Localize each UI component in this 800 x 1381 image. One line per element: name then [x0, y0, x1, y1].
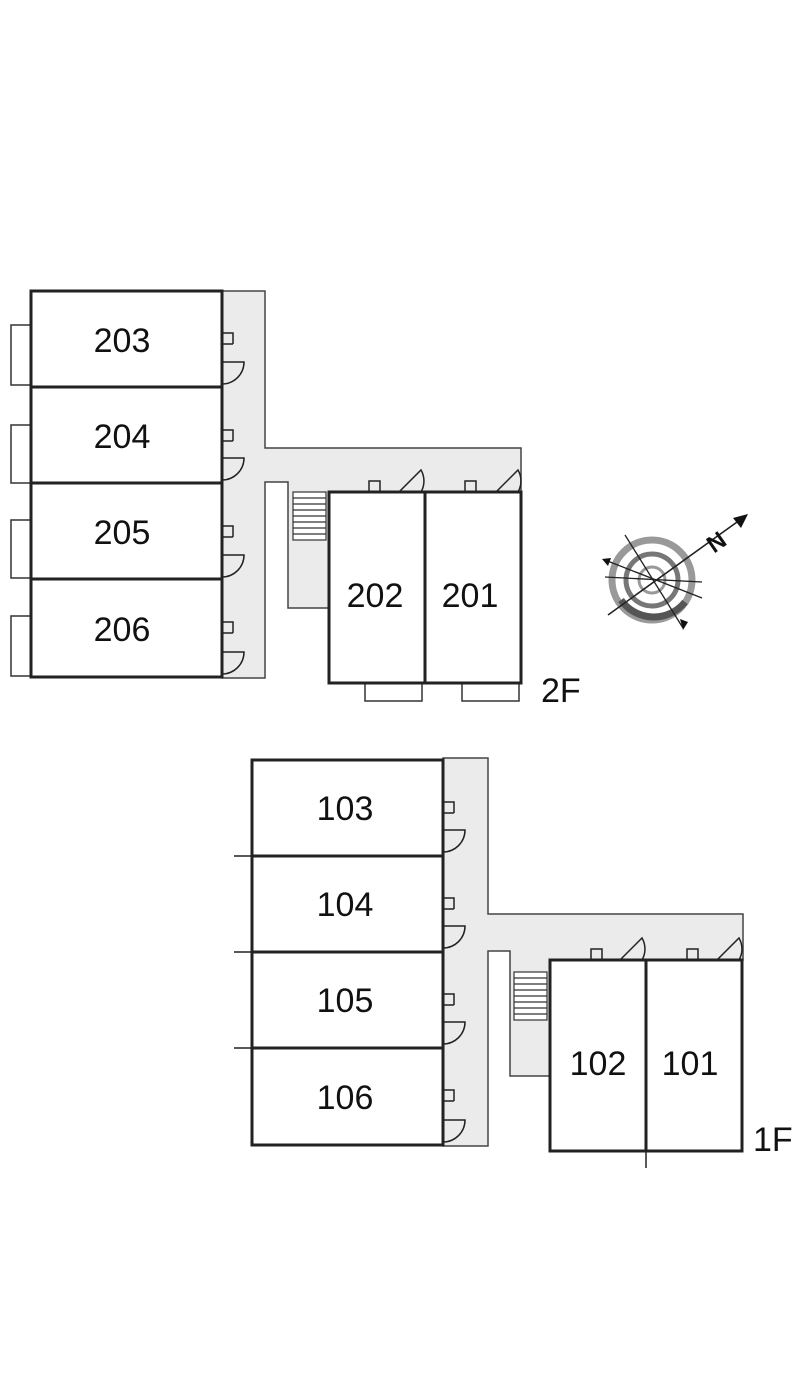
balcony-201 — [461, 682, 520, 702]
unit-label-203: 203 — [94, 322, 151, 360]
unit-label-105: 105 — [317, 982, 374, 1020]
balcony-205 — [10, 519, 32, 579]
unit-104 — [250, 854, 445, 954]
floor-label-1f: 1F — [753, 1121, 793, 1159]
unit-105 — [250, 950, 445, 1050]
unit-label-102: 102 — [570, 1045, 627, 1083]
unit-202 — [327, 490, 427, 685]
compass-icon: N — [602, 514, 748, 630]
unit-label-206: 206 — [94, 611, 151, 649]
unit-206 — [29, 577, 224, 679]
unit-label-204: 204 — [94, 418, 151, 456]
doors-1f-east — [590, 936, 743, 961]
balcony-203 — [10, 324, 32, 386]
doors-2f-west — [221, 332, 245, 675]
unit-106 — [250, 1046, 445, 1147]
balcony-206 — [10, 615, 32, 677]
balcony-204 — [10, 424, 32, 484]
floor-1f: 103 104 105 106 102 101 1F — [234, 757, 793, 1168]
wall-stubs-1f — [234, 855, 647, 1168]
unit-205 — [29, 481, 224, 581]
unit-103 — [250, 758, 445, 858]
floor-label-2f: 2F — [541, 672, 581, 710]
staircase-1f — [513, 971, 548, 1021]
unit-201 — [423, 490, 523, 685]
unit-label-201: 201 — [442, 577, 499, 615]
unit-label-103: 103 — [317, 790, 374, 828]
doors-2f-east — [368, 468, 522, 493]
floor-2f: 203 204 205 206 202 201 2F — [10, 289, 581, 710]
unit-label-104: 104 — [317, 886, 374, 924]
unit-203 — [29, 289, 224, 389]
unit-label-202: 202 — [347, 577, 404, 615]
compass-north-label: N — [702, 527, 732, 559]
unit-label-106: 106 — [317, 1079, 374, 1117]
balcony-202 — [364, 682, 423, 702]
staircase-2f — [292, 491, 327, 541]
doors-1f-west — [442, 801, 466, 1143]
unit-label-101: 101 — [662, 1045, 719, 1083]
unit-label-205: 205 — [94, 514, 151, 552]
unit-101 — [644, 958, 744, 1153]
